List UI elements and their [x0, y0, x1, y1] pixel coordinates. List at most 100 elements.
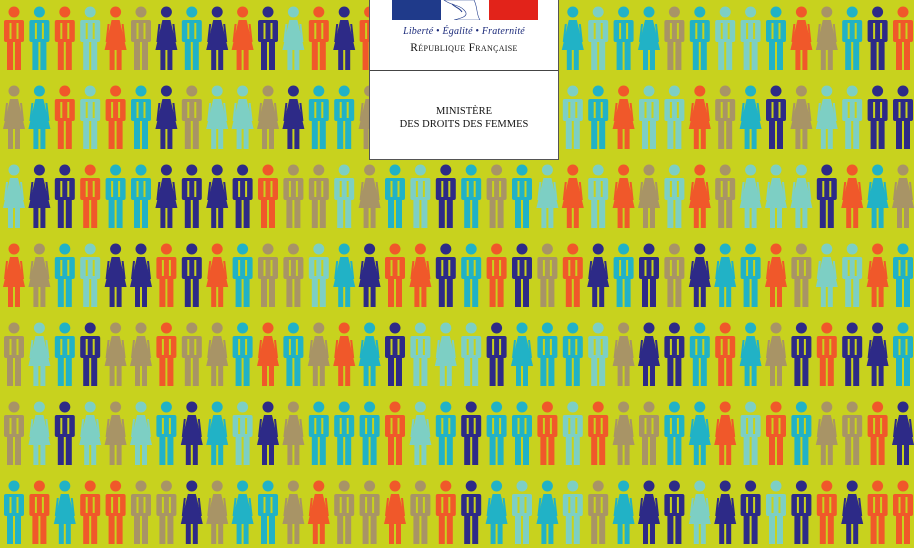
woman-icon: [638, 480, 660, 544]
man-icon: [54, 243, 75, 307]
man-icon: [664, 164, 685, 228]
woman-icon: [714, 243, 737, 307]
woman-icon: [815, 401, 838, 465]
man-icon: [461, 164, 482, 228]
woman-icon: [282, 85, 305, 149]
woman-icon: [434, 322, 457, 386]
divider: [370, 70, 558, 71]
woman-icon: [638, 322, 660, 386]
man-icon: [80, 164, 101, 228]
woman-icon: [409, 401, 432, 465]
man-icon: [486, 322, 507, 386]
woman-icon: [765, 164, 787, 228]
man-icon: [766, 6, 786, 70]
marianne-logo-icon: [392, 0, 538, 20]
woman-icon: [282, 401, 305, 465]
woman-icon: [892, 164, 914, 228]
republic-motto: Liberté • Égalité • Fraternité: [403, 26, 525, 37]
man-icon: [385, 401, 405, 465]
woman-icon: [485, 480, 508, 544]
woman-icon: [257, 85, 279, 149]
man-icon: [435, 164, 456, 228]
woman-icon: [688, 85, 711, 149]
woman-icon: [333, 243, 356, 307]
man-icon: [461, 480, 482, 544]
man-icon: [54, 401, 75, 465]
man-icon: [131, 164, 151, 228]
woman-icon: [409, 243, 432, 307]
woman-icon: [206, 243, 229, 307]
woman-icon: [765, 322, 787, 386]
woman-icon: [3, 85, 25, 149]
woman-icon: [130, 401, 152, 465]
woman-icon: [739, 164, 762, 228]
man-icon: [54, 85, 75, 149]
man-icon: [537, 243, 558, 307]
man-icon: [105, 85, 126, 149]
man-icon: [334, 480, 355, 544]
man-icon: [232, 243, 253, 307]
man-icon: [131, 6, 151, 70]
woman-icon: [155, 164, 178, 228]
man-icon: [664, 322, 685, 386]
man-icon: [689, 322, 710, 386]
woman-icon: [180, 401, 203, 465]
woman-icon: [333, 6, 356, 70]
man-icon: [80, 243, 101, 307]
man-icon: [715, 322, 736, 386]
woman-icon: [358, 164, 381, 228]
woman-icon: [561, 6, 584, 70]
man-icon: [867, 401, 888, 465]
woman-icon: [206, 322, 229, 386]
man-icon: [29, 480, 50, 544]
woman-icon: [28, 322, 51, 386]
woman-icon: [714, 401, 737, 465]
woman-icon: [155, 85, 178, 149]
man-icon: [156, 322, 177, 386]
man-icon: [29, 6, 50, 70]
woman-icon: [206, 401, 229, 465]
woman-icon: [180, 480, 203, 544]
man-icon: [613, 243, 634, 307]
woman-icon: [28, 85, 51, 149]
man-icon: [893, 6, 913, 70]
man-icon: [715, 6, 736, 70]
woman-icon: [257, 401, 279, 465]
ministry-line-2: DES DROITS DES FEMMES: [399, 119, 529, 130]
man-icon: [181, 164, 202, 228]
woman-icon: [739, 322, 762, 386]
woman-icon: [282, 6, 305, 70]
logo-card: Liberté • Égalité • Fraternité Républiqu…: [369, 0, 559, 160]
man-icon: [588, 322, 609, 386]
ministry-name: MINISTÈRE DES DROITS DES FEMMES: [370, 105, 558, 131]
ministry-line-1: MINISTÈRE: [436, 106, 492, 117]
woman-icon: [714, 480, 737, 544]
woman-icon: [638, 164, 660, 228]
man-icon: [4, 322, 24, 386]
man-icon: [308, 6, 329, 70]
woman-icon: [104, 401, 127, 465]
woman-icon: [536, 164, 559, 228]
man-icon: [156, 243, 177, 307]
woman-icon: [815, 243, 838, 307]
woman-icon: [206, 164, 229, 228]
woman-icon: [815, 6, 838, 70]
man-icon: [435, 480, 456, 544]
woman-icon: [688, 164, 711, 228]
man-icon: [740, 480, 761, 544]
man-icon: [334, 164, 355, 228]
man-icon: [588, 6, 609, 70]
man-icon: [131, 85, 151, 149]
man-icon: [842, 322, 863, 386]
man-icon: [435, 243, 456, 307]
man-icon: [740, 6, 761, 70]
woman-icon: [739, 85, 762, 149]
man-icon: [80, 322, 101, 386]
man-icon: [842, 243, 863, 307]
man-icon: [537, 322, 558, 386]
man-icon: [664, 480, 685, 544]
man-icon: [156, 480, 177, 544]
woman-icon: [104, 322, 127, 386]
man-icon: [562, 401, 583, 465]
